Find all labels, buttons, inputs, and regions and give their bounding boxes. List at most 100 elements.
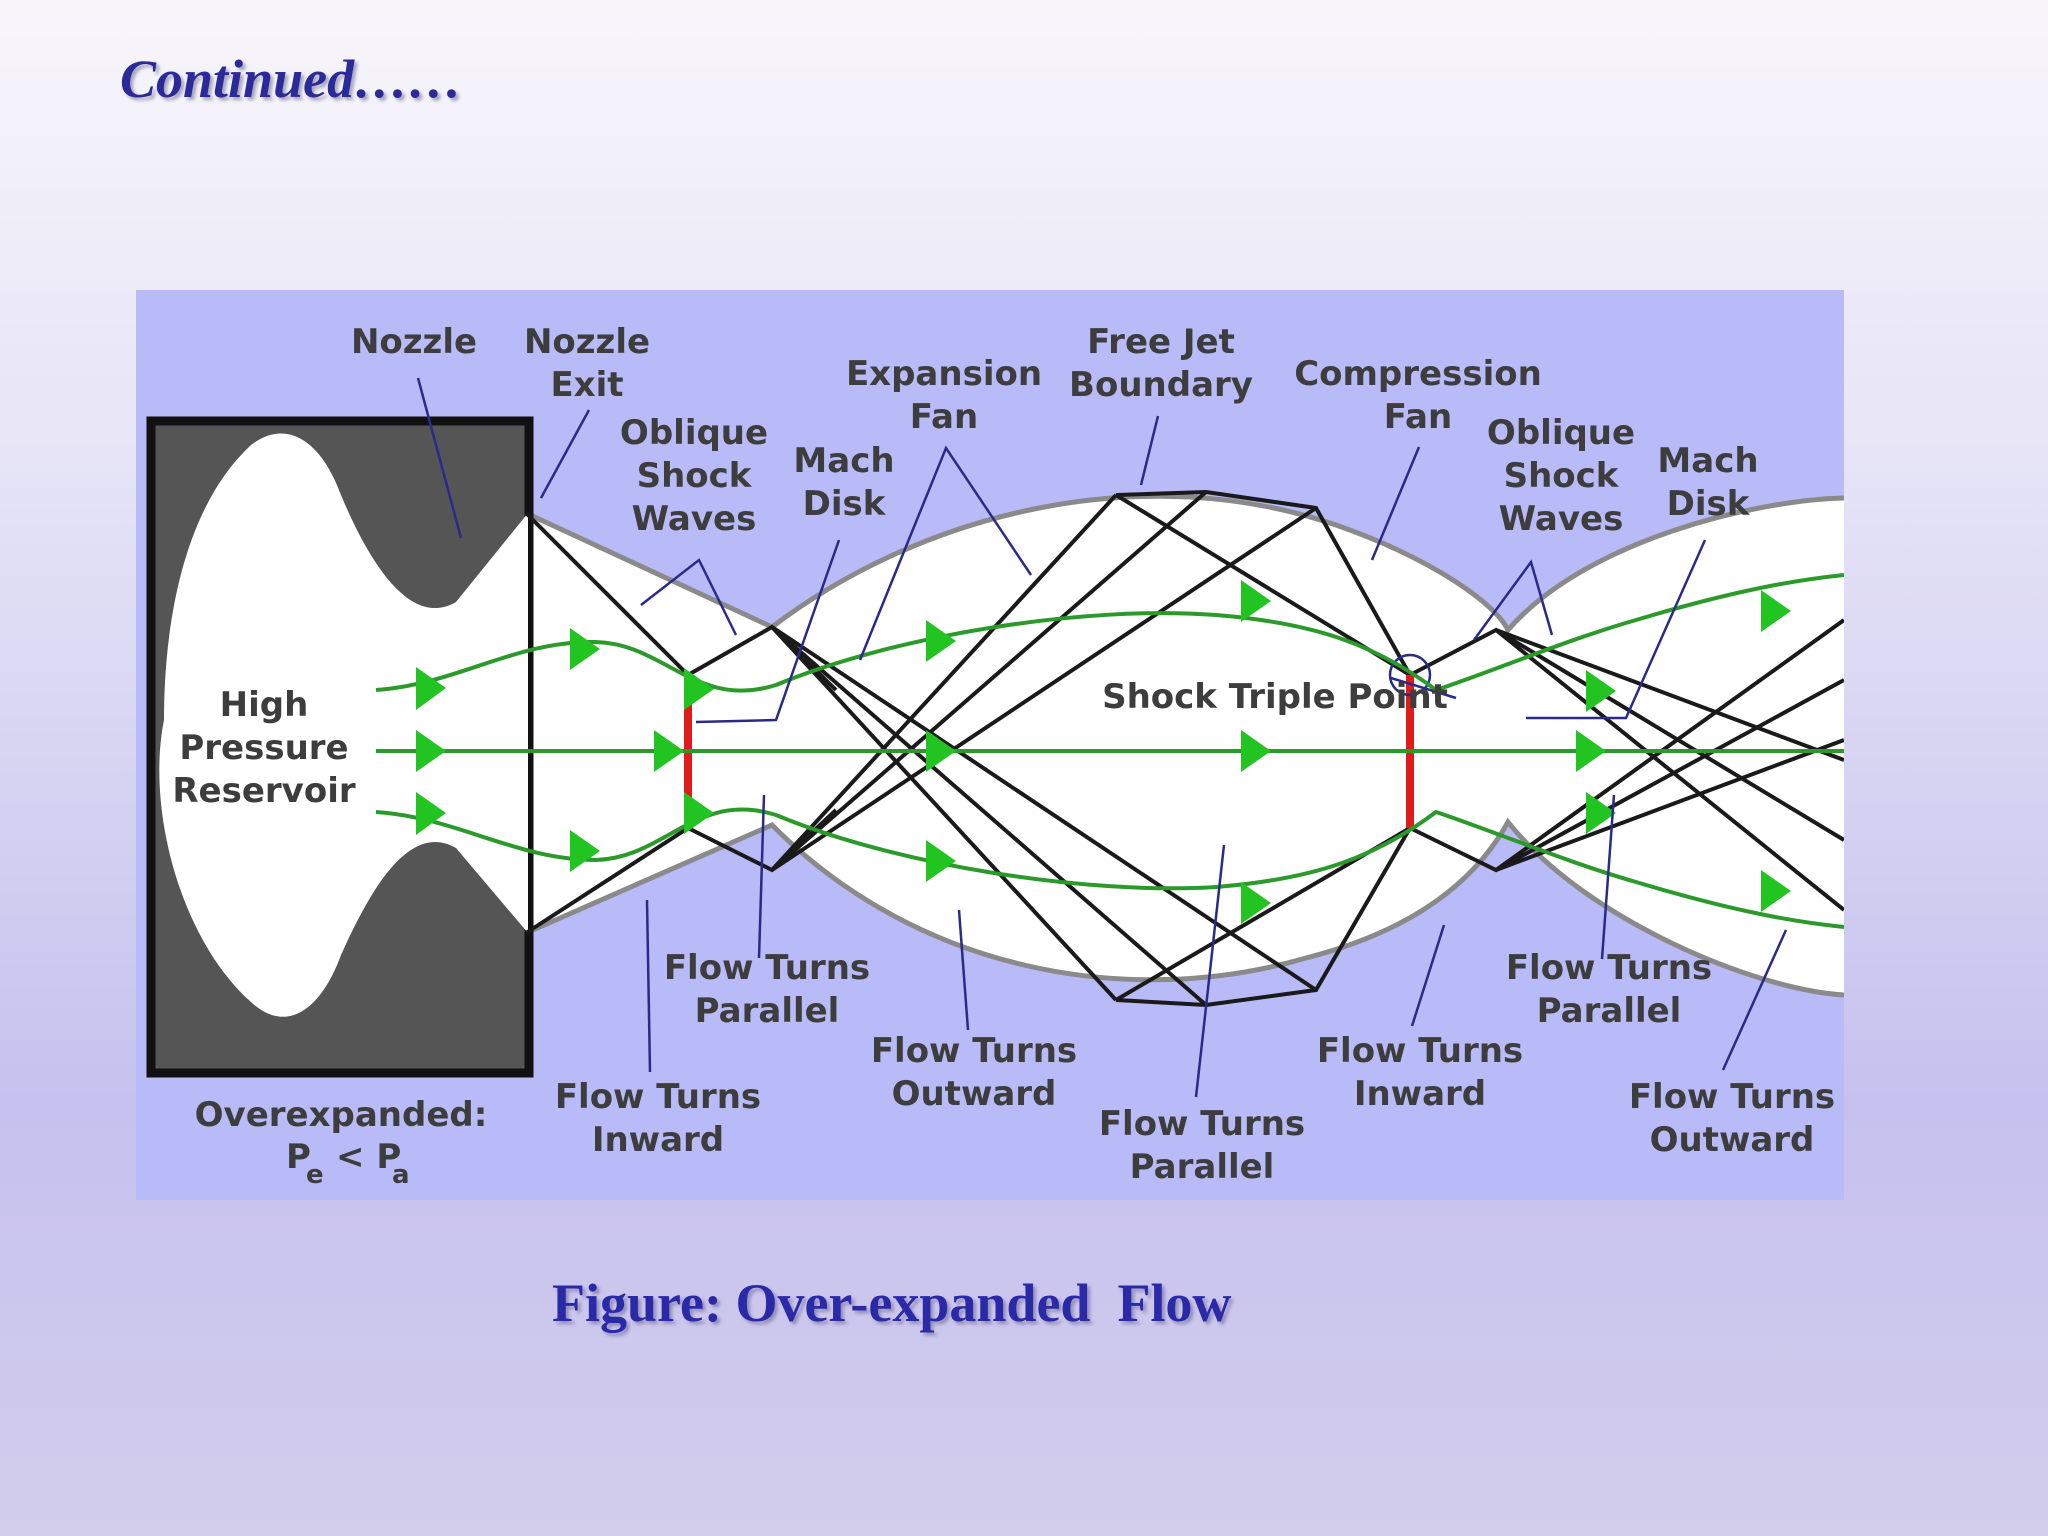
flow-arrows bbox=[416, 580, 1791, 924]
label-ft-parallel-3: Flow Turns bbox=[1506, 948, 1712, 988]
leader-ft-outward-1 bbox=[957, 909, 970, 1031]
upper-streamline bbox=[375, 573, 1844, 693]
expansion-ray-2 bbox=[1495, 678, 1844, 872]
label-free-jet-boundary: Boundary bbox=[1069, 365, 1253, 405]
shock-waves bbox=[524, 489, 1844, 1008]
leader-ft-outward-2 bbox=[1721, 929, 1788, 1071]
label-ft-inward-1: Flow Turns bbox=[555, 1077, 761, 1117]
lower-streamline bbox=[375, 807, 1844, 929]
label-oblique-shock-1: Waves bbox=[632, 499, 757, 539]
reservoir-cavity bbox=[159, 433, 528, 1017]
flow-arrow bbox=[416, 730, 446, 772]
leader-compression bbox=[1370, 446, 1421, 561]
label-ft-parallel-2: Flow Turns bbox=[1099, 1104, 1305, 1144]
flow-arrow bbox=[1586, 670, 1616, 712]
label-compression-fan: Compression bbox=[1294, 354, 1542, 394]
label-nozzle-exit: Nozzle bbox=[524, 322, 650, 362]
leader-oblique-2 bbox=[1472, 559, 1554, 641]
expansion-ray bbox=[770, 625, 1118, 1002]
label-free-jet-boundary: Free Jet bbox=[1087, 322, 1235, 362]
leader-triple-point bbox=[1390, 676, 1457, 700]
triple-point-marker bbox=[1388, 653, 1432, 697]
flow-arrow bbox=[654, 730, 684, 772]
jet-cell-1 bbox=[772, 496, 1508, 980]
flow-arrow bbox=[570, 830, 600, 872]
label-ft-outward-1: Outward bbox=[892, 1074, 1057, 1114]
leader-free-jet bbox=[1139, 415, 1160, 486]
overexpanded-flow-diagram: Nozzle Nozzle Exit Oblique Shock Waves M… bbox=[136, 290, 1844, 1200]
flow-arrow bbox=[1241, 730, 1271, 772]
pressure-subscript-e: e bbox=[306, 1160, 324, 1190]
leader-mach-1 bbox=[695, 539, 841, 724]
label-ft-parallel-2: Parallel bbox=[1130, 1147, 1275, 1187]
label-oblique-shock-2: Oblique bbox=[1487, 413, 1635, 453]
figure-caption: Figure: Over-expanded Flow bbox=[552, 1273, 1232, 1333]
flow-arrow bbox=[684, 668, 714, 710]
flow-arrow bbox=[1761, 870, 1791, 912]
label-nozzle: Nozzle bbox=[351, 322, 477, 362]
compression-ray bbox=[1115, 489, 1412, 676]
leader-lines bbox=[416, 377, 1788, 1098]
label-reservoir: Reservoir bbox=[172, 771, 355, 811]
label-expansion-fan: Expansion bbox=[846, 354, 1042, 394]
flow-arrow bbox=[1586, 792, 1616, 834]
nozzle-body bbox=[146, 416, 534, 1078]
expansion-ray bbox=[770, 490, 1208, 872]
label-mach-disk-1: Mach bbox=[793, 441, 894, 481]
label-mach-disk-1: Disk bbox=[803, 484, 887, 524]
leader-oblique-1 bbox=[640, 558, 738, 636]
leader-ft-inward-1 bbox=[645, 899, 652, 1073]
flow-arrow bbox=[416, 792, 446, 835]
label-ft-inward-2: Flow Turns bbox=[1317, 1031, 1523, 1071]
label-ft-inward-1: Inward bbox=[592, 1120, 724, 1160]
expansion-ray bbox=[770, 625, 1208, 1007]
flow-arrow bbox=[1761, 590, 1791, 632]
leader-nozzle bbox=[416, 377, 463, 539]
jet-plume bbox=[524, 493, 1844, 998]
label-oblique-shock-2: Shock bbox=[1504, 456, 1620, 496]
compression-ray-low bbox=[1115, 826, 1412, 1008]
leader-ft-parallel-1 bbox=[757, 794, 766, 959]
label-ft-parallel-1: Parallel bbox=[695, 991, 840, 1031]
leader-nozzle-exit bbox=[539, 409, 591, 499]
label-overexpanded: Overexpanded: bbox=[195, 1095, 488, 1135]
free-jet-boundary-line bbox=[524, 493, 1844, 635]
diagram-labels: Nozzle Nozzle Exit Oblique Shock Waves M… bbox=[172, 322, 1835, 1187]
label-ft-outward-2: Outward bbox=[1650, 1120, 1815, 1160]
leader-ft-parallel-3 bbox=[1600, 794, 1616, 960]
label-reservoir: High bbox=[220, 685, 309, 725]
label-mach-disk-2: Disk bbox=[1667, 484, 1751, 524]
label-mach-disk-2: Mach bbox=[1657, 441, 1758, 481]
leader-expansion bbox=[858, 445, 1033, 661]
expansion-ray-2 bbox=[1495, 738, 1844, 872]
flow-arrow bbox=[684, 792, 714, 834]
free-jet-boundary-line-lower bbox=[524, 817, 1844, 998]
flow-arrow bbox=[926, 730, 956, 772]
expansion-ray bbox=[770, 625, 1318, 992]
expansion-ray bbox=[770, 493, 1118, 872]
flow-arrow bbox=[1241, 580, 1271, 622]
pressure-less-than: < P bbox=[336, 1137, 401, 1177]
flow-arrow bbox=[570, 628, 600, 670]
pressure-subscript-a: a bbox=[392, 1160, 410, 1190]
label-triple-point: Shock Triple Point bbox=[1102, 677, 1448, 717]
label-oblique-shock-2: Waves bbox=[1499, 499, 1624, 539]
leader-ft-parallel-2 bbox=[1194, 844, 1226, 1098]
label-ft-outward-2: Flow Turns bbox=[1629, 1077, 1835, 1117]
label-oblique-shock-1: Shock bbox=[637, 456, 753, 496]
label-ft-outward-1: Flow Turns bbox=[871, 1031, 1077, 1071]
expansion-ray-2 bbox=[1495, 628, 1844, 762]
jet-exit-region bbox=[526, 513, 772, 933]
leader-mach-2 bbox=[1526, 539, 1707, 720]
flow-arrow bbox=[416, 667, 446, 710]
label-nozzle-exit: Exit bbox=[550, 365, 623, 405]
leader-ft-inward-2 bbox=[1410, 924, 1446, 1027]
label-reservoir: Pressure bbox=[179, 728, 348, 768]
expansion-ray bbox=[770, 506, 1318, 872]
label-ft-parallel-1: Flow Turns bbox=[664, 948, 870, 988]
flow-arrow bbox=[1576, 730, 1606, 772]
label-ft-parallel-3: Parallel bbox=[1537, 991, 1682, 1031]
expansion-ray-2 bbox=[1494, 628, 1844, 842]
jet-cell-2 bbox=[1508, 498, 1844, 995]
flow-arrow bbox=[926, 840, 956, 882]
